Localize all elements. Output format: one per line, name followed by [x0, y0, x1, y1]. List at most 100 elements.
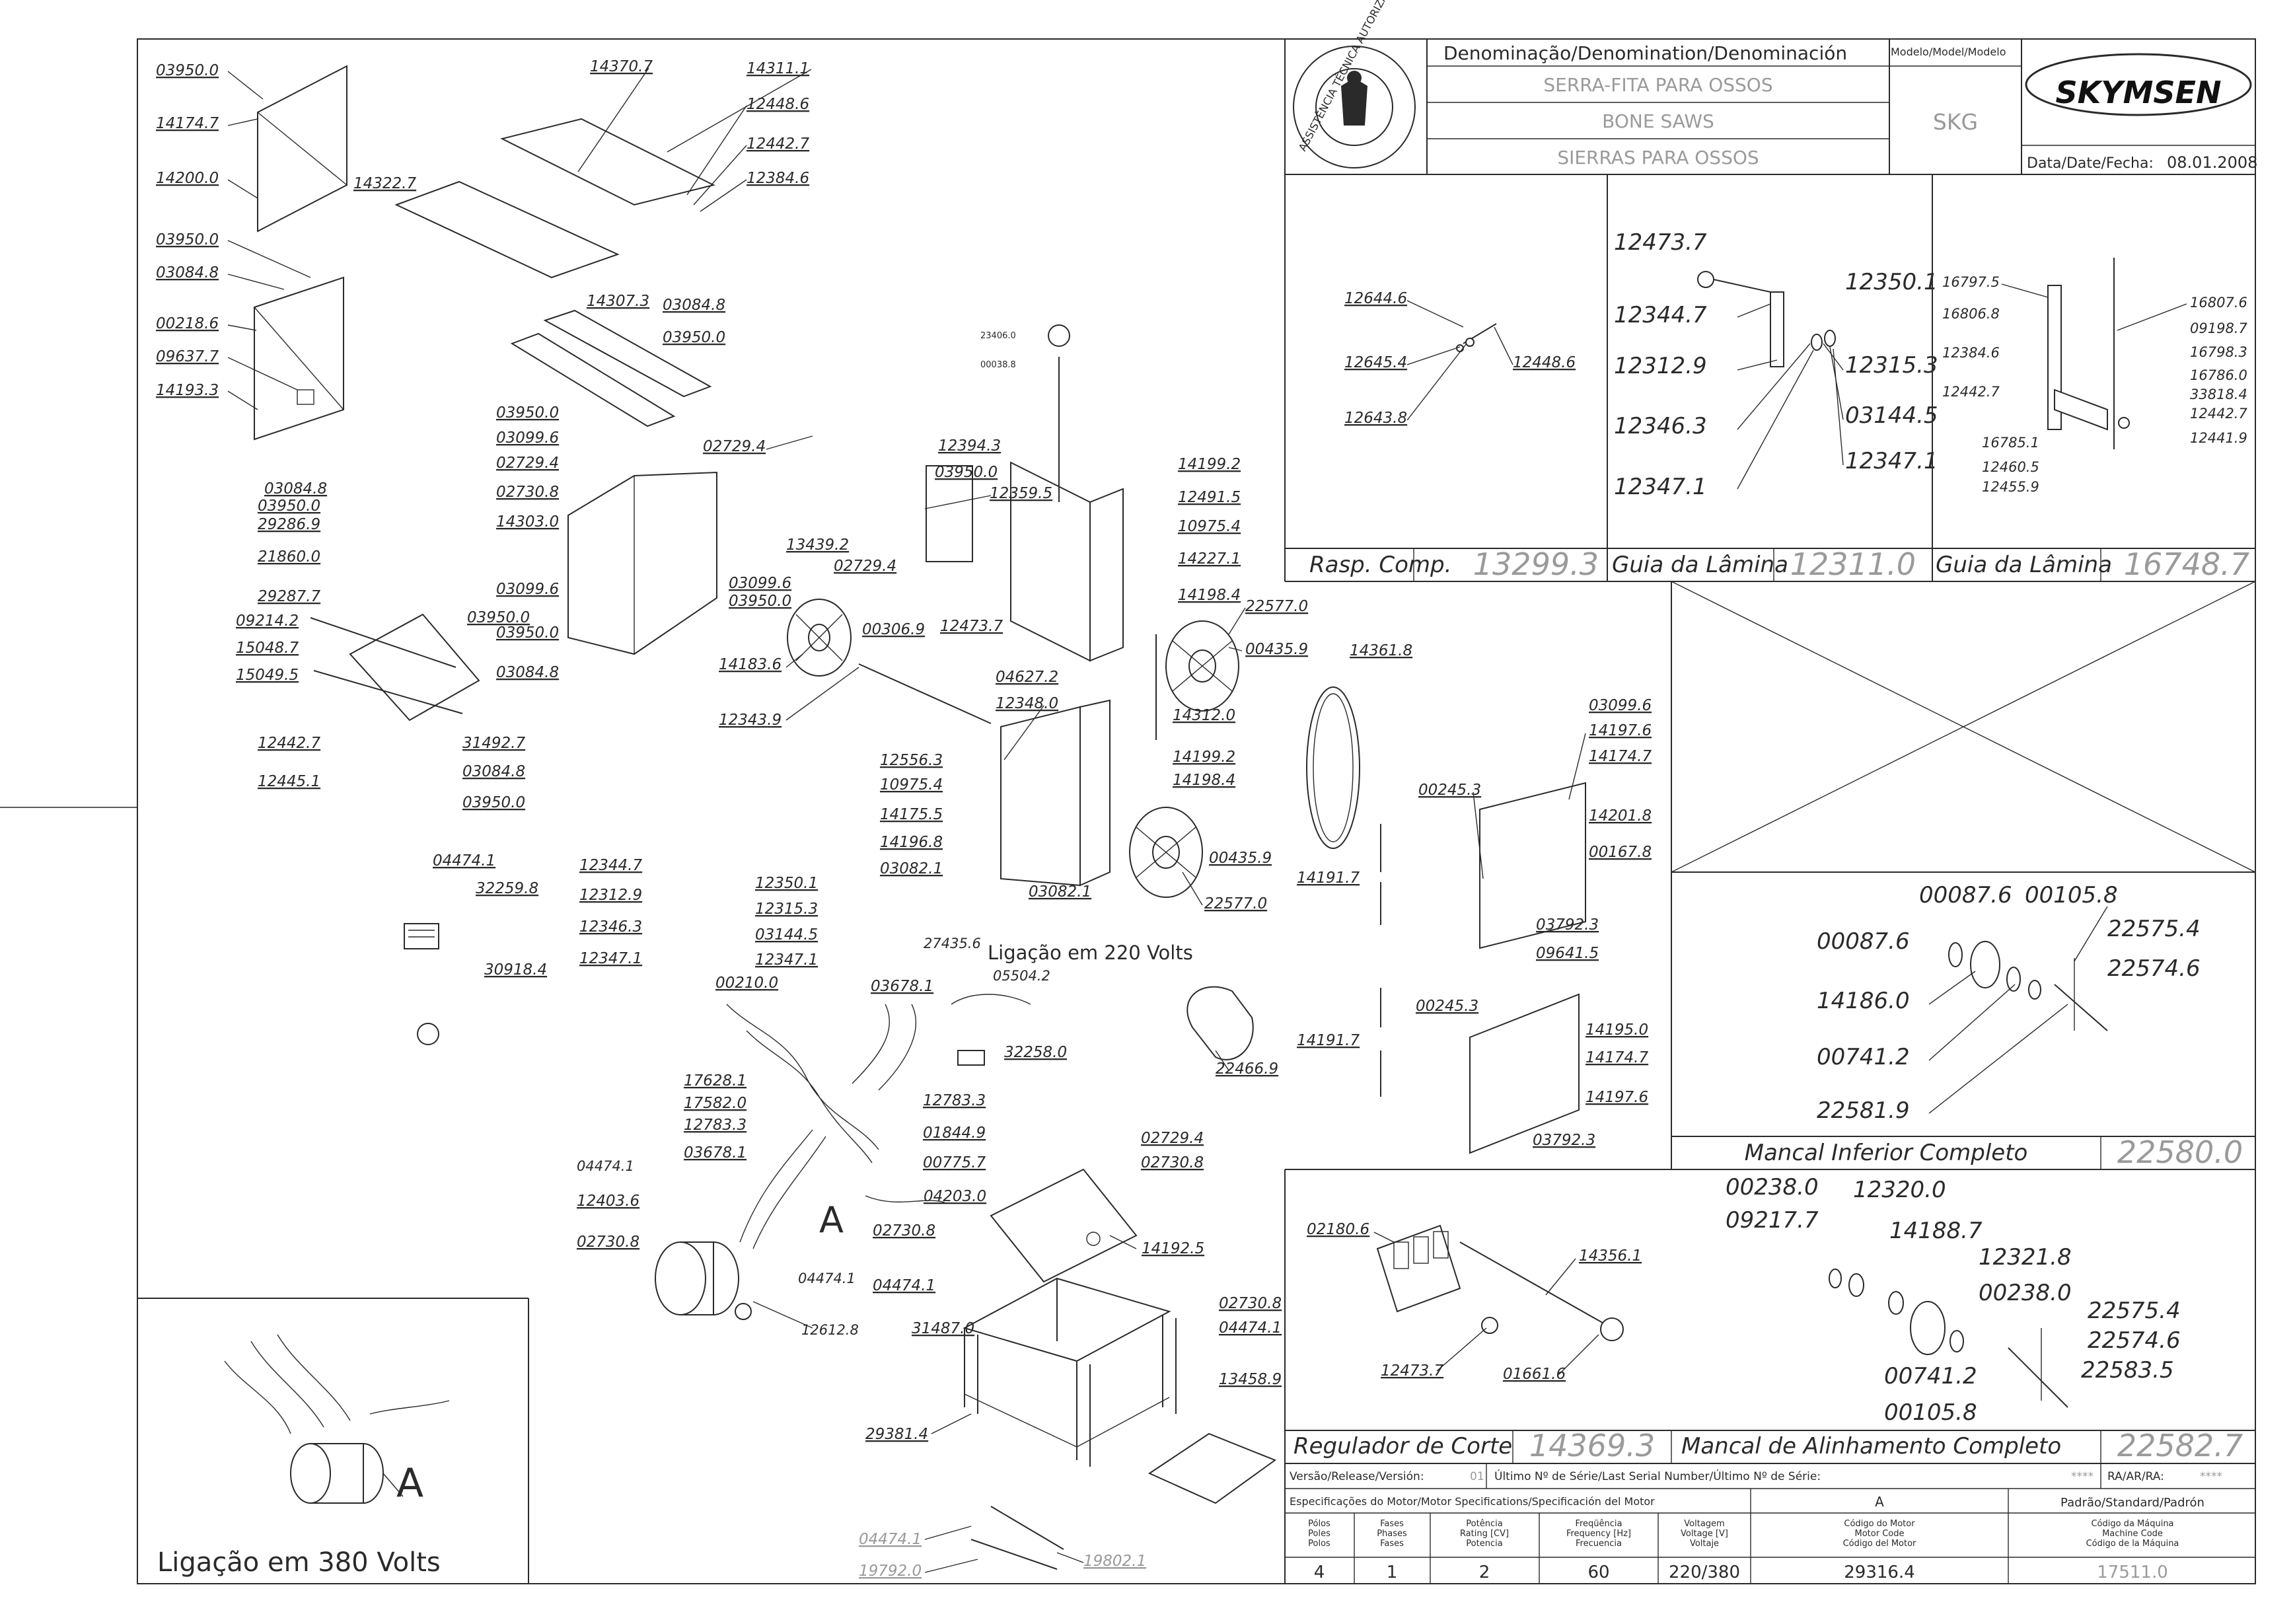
part-label: 12441.9: [2190, 430, 2247, 446]
part-label: 14191.7: [1297, 869, 1360, 887]
part-label: 02729.4: [1141, 1130, 1204, 1147]
rasp-comp-code: 13299.3: [1473, 546, 1599, 582]
part-label: 22577.0: [1245, 598, 1308, 615]
part-label: 04474.1: [859, 1531, 922, 1548]
part-label: 09198.7: [2190, 320, 2247, 336]
part-label: 00306.9: [862, 621, 925, 638]
part-label: 12347.1: [579, 950, 642, 967]
part-label: 14195.0: [1585, 1021, 1648, 1039]
part-label: 10975.4: [1178, 518, 1241, 535]
spec-column-header: Voltage [V]: [1681, 1529, 1728, 1539]
part-label: 13458.9: [1219, 1371, 1282, 1388]
part-label: 12643.8: [1344, 410, 1407, 427]
part-label: 12442.7: [2190, 406, 2247, 422]
part-label: 12445.1: [258, 773, 320, 790]
spec-column-header: Código da Máquina: [2091, 1519, 2173, 1529]
part-label: 14197.6: [1585, 1089, 1648, 1106]
part-label: 03950.0: [156, 62, 219, 79]
motor-mount-plate: [990, 1168, 1138, 1283]
part-label: 16807.6: [2190, 295, 2247, 311]
part-label: 02730.8: [496, 484, 559, 501]
detail-a-marker: A: [819, 1199, 844, 1241]
part-label: 21860.0: [258, 548, 320, 566]
motor-spec-table: Versão/Release/Versión: 01 Último Nº de …: [1290, 1469, 2222, 1582]
motor-col-a: A: [1875, 1494, 1884, 1510]
spec-column-header: Fases: [1380, 1539, 1404, 1549]
part-label: 12473.7: [940, 618, 1003, 635]
part-label: 03084.8: [462, 763, 525, 780]
part-label: 04474.1: [577, 1158, 634, 1174]
spec-column-header: Voltagem: [1684, 1519, 1724, 1529]
drive-pulley: [787, 599, 852, 677]
part-label: 03099.6: [496, 429, 559, 447]
part-label: 03099.6: [1589, 697, 1652, 714]
date-value: 08.01.2008: [2167, 153, 2257, 172]
spec-column-header: Código de la Máquina: [2086, 1539, 2179, 1549]
spec-column-value: 4: [1314, 1563, 1325, 1582]
table-guide-rail-2: [510, 332, 676, 427]
part-label: 02729.4: [703, 438, 766, 455]
spec-column-header: Código do Motor: [1844, 1519, 1915, 1529]
part-label: 12344.7: [579, 857, 642, 874]
part-label: 00741.2: [1817, 1044, 1910, 1070]
part-label: 00218.6: [156, 315, 219, 332]
part-label: 15049.5: [236, 667, 299, 684]
part-label: 29286.9: [258, 516, 320, 533]
part-label: 12442.7: [258, 735, 320, 752]
spec-columns: PólosPolesPolos4FasesPhasesFases1Potênci…: [1308, 1519, 2179, 1582]
part-label: 12473.7: [1614, 229, 1707, 256]
part-label: 12343.9: [719, 712, 782, 729]
mancal-alinhamento-label: Mancal de Alinhamento Completo: [1681, 1433, 2061, 1459]
part-label: 12460.5: [1982, 459, 2039, 475]
panel-captions: Rasp. Comp. 13299.3 Guia da Lâmina 12311…: [157, 546, 2249, 1578]
blade-guide-16748: [2047, 258, 2130, 449]
part-label: 31492.7: [462, 735, 525, 752]
part-label: 09217.7: [1726, 1207, 1819, 1234]
part-label: 16806.8: [1942, 306, 2000, 322]
part-label: 03678.1: [871, 978, 933, 995]
part-label: 16798.3: [2190, 344, 2247, 360]
part-label: 12783.3: [923, 1092, 986, 1109]
warning-label: [404, 923, 439, 949]
bearing-base-plate: [349, 613, 480, 721]
part-label: 14191.7: [1297, 1032, 1360, 1049]
part-label: 12448.6: [1513, 354, 1576, 371]
blade-guard-plate: [926, 465, 973, 562]
part-label: 12346.3: [1614, 413, 1707, 439]
part-label: 03678.1: [684, 1144, 747, 1162]
part-label: 14307.3: [587, 293, 649, 310]
part-label: 14188.7: [1889, 1218, 1983, 1244]
detail-a-motor: [224, 1334, 450, 1504]
spec-column-value: 220/380: [1669, 1563, 1740, 1582]
drain-plug: [417, 1023, 439, 1045]
spec-column-header: Código del Motor: [1843, 1539, 1916, 1549]
product-name-pt: SERRA-FITA PARA OSSOS: [1543, 74, 1772, 96]
spec-column-header: Voltaje: [1690, 1539, 1719, 1549]
model-header: Modelo/Model/Modelo: [1891, 46, 2006, 58]
part-label: 00038.8: [980, 360, 1016, 370]
part-label: 12346.3: [579, 918, 642, 936]
release-label: Versão/Release/Versión:: [1290, 1470, 1424, 1483]
parts-geometry: [224, 65, 2130, 1570]
spec-column-header: Rating [CV]: [1460, 1529, 1509, 1539]
spec-column-header: Poles: [1308, 1529, 1330, 1539]
part-label: 12448.6: [747, 96, 809, 113]
mancal-inferior-label: Mancal Inferior Completo: [1745, 1140, 2028, 1166]
rasp-comp-label: Rasp. Comp.: [1309, 552, 1451, 578]
part-label: 10975.4: [880, 776, 943, 794]
part-label: 12384.6: [1942, 345, 2000, 361]
part-label: 04474.1: [1219, 1319, 1282, 1337]
regulador-code: 14369.3: [1529, 1428, 1655, 1463]
part-label: 03144.5: [755, 926, 818, 943]
part-label: 03082.1: [880, 860, 943, 877]
part-label: 12344.7: [1614, 302, 1707, 328]
part-label: 03792.3: [1533, 1132, 1595, 1149]
lower-bearing-assembly: [1948, 941, 2108, 1031]
part-label: 22583.5: [2081, 1357, 2174, 1384]
lower-door: [1469, 993, 1580, 1154]
part-label: 14192.5: [1142, 1240, 1204, 1257]
part-label: 02729.4: [496, 455, 559, 472]
saw-blade: [1306, 686, 1360, 849]
part-label: 12350.1: [755, 875, 818, 892]
part-label: 12442.7: [1942, 384, 2000, 400]
